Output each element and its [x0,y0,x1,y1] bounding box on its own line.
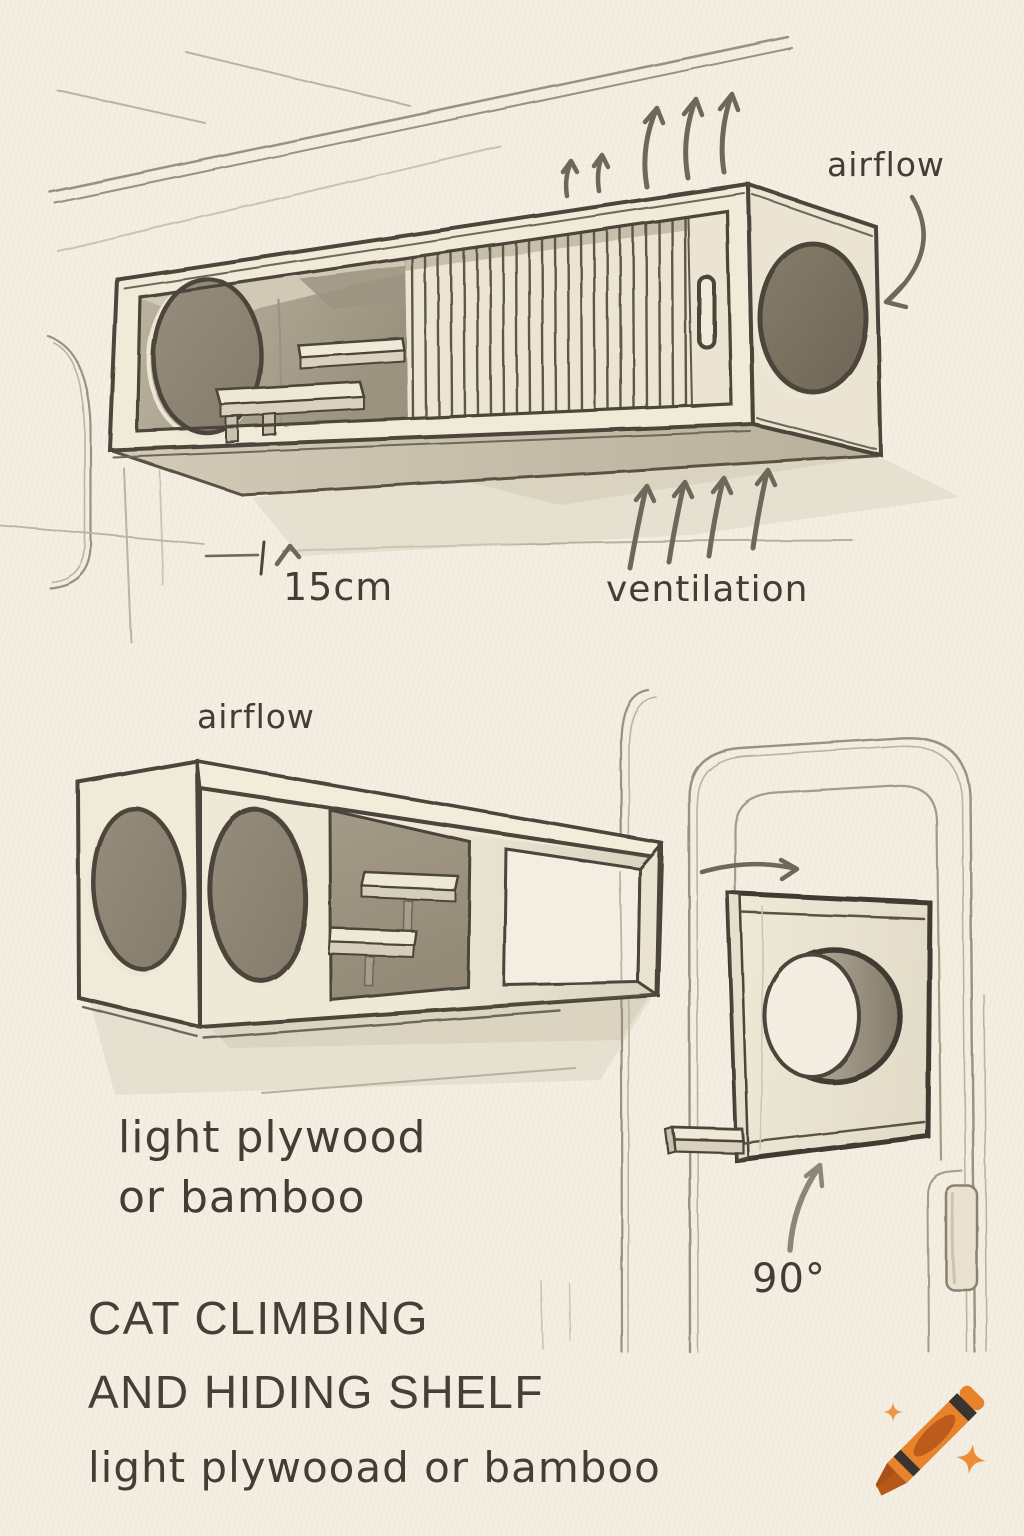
shelf1-door-handle [697,275,716,349]
shelf2-front-porthole [207,806,309,984]
shelf1-right-porthole [757,241,869,395]
sketch-title-line2: AND HIDING SHELF [88,1366,544,1418]
angle-90-label: 90° [752,1256,826,1302]
shelf2-open-compartment [328,808,472,1002]
dimension-15cm-label: 15cm [283,565,393,609]
panel-rotate-arrow [699,857,800,882]
door-handle [944,1184,979,1292]
shelf-front-view [107,181,884,497]
sparkle-icon [883,1402,903,1422]
shelf1-slats [410,216,688,420]
sparkle-icon [956,1444,986,1474]
ventilation-arrows [627,467,778,571]
door-panel-view [663,890,933,1163]
airflow-side-label: airflow [197,697,315,736]
material-note-line1: light plywood [118,1112,426,1163]
airflow-top-label: airflow [827,145,945,184]
dimension-15cm-marks [204,540,302,576]
shelf2-left-porthole [91,806,187,972]
airflow-pointer-arrow [883,194,926,310]
sketch-title-line1: CAT CLIMBING [88,1292,429,1344]
crayon-icon [875,1385,986,1496]
material-note-line2: or bamboo [118,1172,366,1223]
airflow-arrows-top [560,91,741,199]
sketch-subtitle: light plywooad or bamboo [88,1443,661,1492]
shelf-perspective-view [75,758,665,1040]
panel-porthole-opening [763,953,861,1079]
ventilation-label: ventilation [606,569,808,610]
van-door-frame [619,688,988,1354]
angle-90-arrow [787,1162,825,1253]
